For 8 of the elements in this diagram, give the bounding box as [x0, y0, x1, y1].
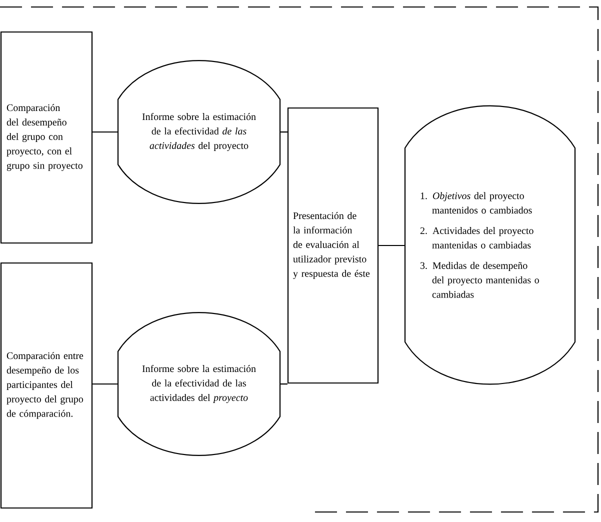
connector-line	[92, 383, 118, 385]
connector-line	[92, 131, 118, 133]
process-box: Comparación del desempeño del grupo con proyecto, con el grupo sin proyecto	[0, 31, 93, 244]
connector-line	[280, 383, 288, 385]
connector-line	[378, 244, 404, 246]
connector-line	[280, 131, 288, 133]
process-box: Presentación de la información de evaluación al utilizador previsto y respuesta de éste	[287, 107, 379, 384]
process-box: Comparación entre desempeño de los participantes del proyecto del grupo de cómparación.	[0, 262, 93, 509]
